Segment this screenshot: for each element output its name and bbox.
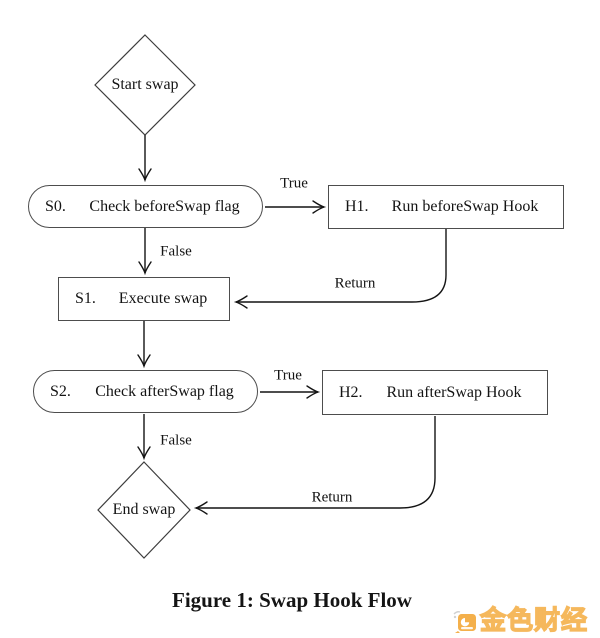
node-h2-label: Run afterSwap Hook [386, 383, 522, 401]
end-diamond-shape [97, 461, 191, 559]
jinse-watermark-text: 金色财经 [479, 606, 588, 635]
edge-label-true-2: True [272, 367, 304, 385]
edge-label-true-1: True [278, 175, 310, 193]
node-start-label: Start swap [111, 76, 179, 93]
node-s1-id: S1. [75, 290, 96, 307]
node-s0-label: Check beforeSwap flag [89, 197, 240, 215]
edge-h1-to-s1 [233, 229, 447, 309]
jinse-watermark: 金色财经 [452, 607, 588, 635]
edge-label-false-2: False [158, 432, 194, 450]
node-s1-label: Execute swap [118, 290, 208, 307]
node-s0-id: S0. [45, 197, 66, 215]
node-h1-id: H1. [345, 198, 369, 215]
figure-caption: Figure 1: Swap Hook Flow [172, 588, 412, 612]
node-s2: S2. Check afterSwap flag [33, 370, 258, 413]
jinse-logo-icon [453, 611, 476, 633]
node-s2-label: Check afterSwap flag [95, 382, 234, 400]
edge-label-return-1: Return [332, 275, 378, 293]
node-s2-id: S2. [50, 382, 71, 400]
node-h2: H2. Run afterSwap Hook [322, 370, 548, 415]
node-s0: S0. Check beforeSwap flag [28, 185, 263, 228]
node-h1-label: Run beforeSwap Hook [391, 198, 539, 215]
edge-label-false-1: False [158, 243, 194, 261]
node-h2-id: H2. [339, 383, 363, 401]
node-s1: S1. Execute swap [58, 277, 230, 321]
node-end-label: End swap [112, 501, 176, 518]
edge-label-return-2: Return [309, 489, 355, 507]
edge-h2-to-end [193, 416, 436, 515]
node-h1: H1. Run beforeSwap Hook [328, 185, 564, 229]
